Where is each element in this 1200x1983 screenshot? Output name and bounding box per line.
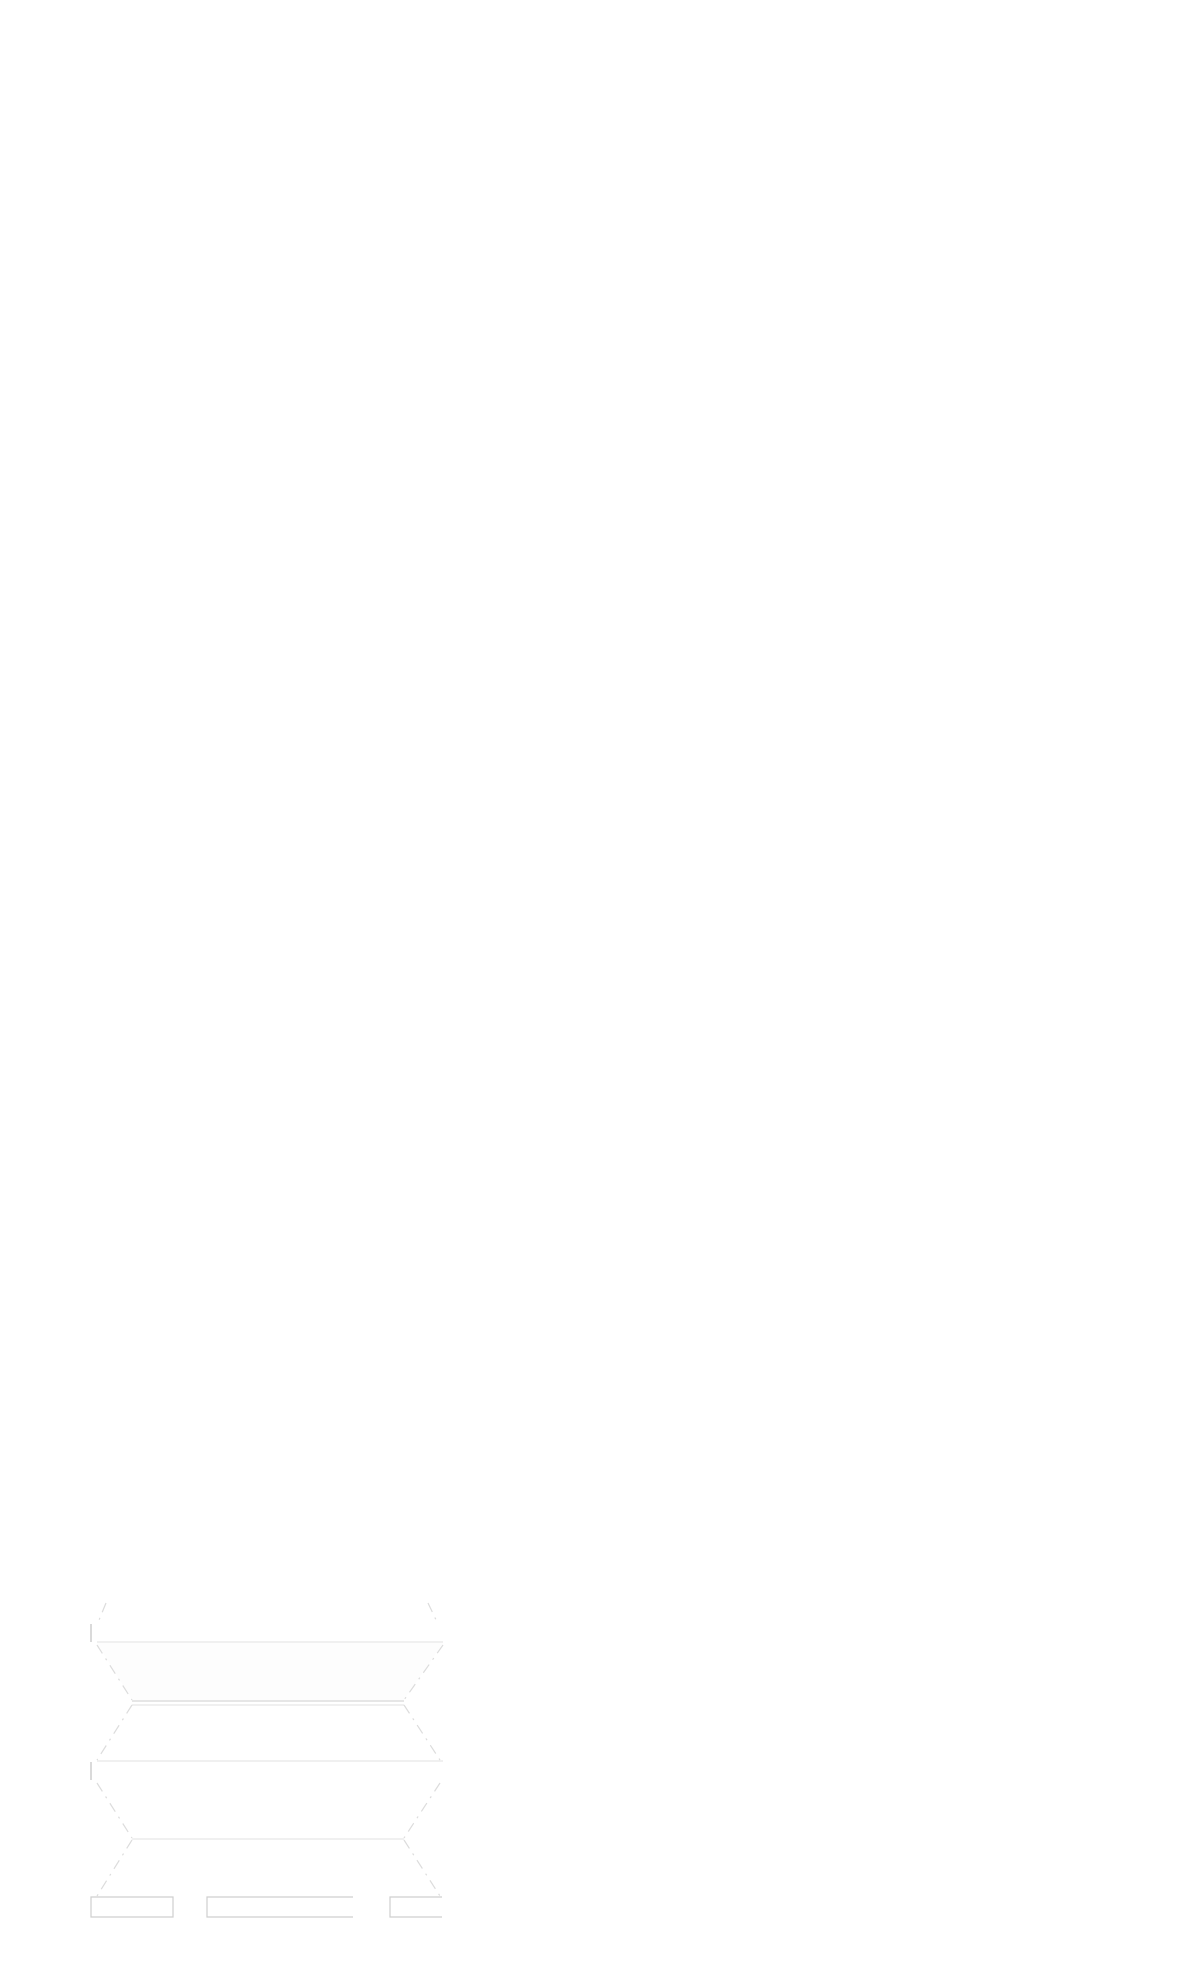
band-bottom <box>96 1839 441 1897</box>
empty-box-row <box>90 1896 442 1918</box>
band-lower-lower-left-edge <box>96 1782 133 1839</box>
band-middle-right-edge <box>403 1644 444 1701</box>
band-top-left-edge <box>96 1602 107 1626</box>
band-top <box>90 1602 443 1643</box>
band-middle-fill <box>97 1643 443 1700</box>
empty-box-center <box>206 1896 353 1918</box>
band-lower <box>90 1704 443 1840</box>
band-middle-left-edge <box>96 1644 133 1701</box>
band-top-right-edge <box>427 1602 439 1625</box>
band-bottom-left-edge <box>96 1839 133 1897</box>
band-lower-upper-right-edge <box>403 1704 441 1761</box>
band-lower-lower-right-edge <box>403 1782 441 1839</box>
band-middle <box>96 1643 444 1706</box>
empty-box-right <box>389 1896 442 1918</box>
empty-box-left <box>90 1896 174 1918</box>
band-lower-upper-left-edge <box>96 1704 133 1761</box>
band-bottom-right-edge <box>403 1839 441 1897</box>
